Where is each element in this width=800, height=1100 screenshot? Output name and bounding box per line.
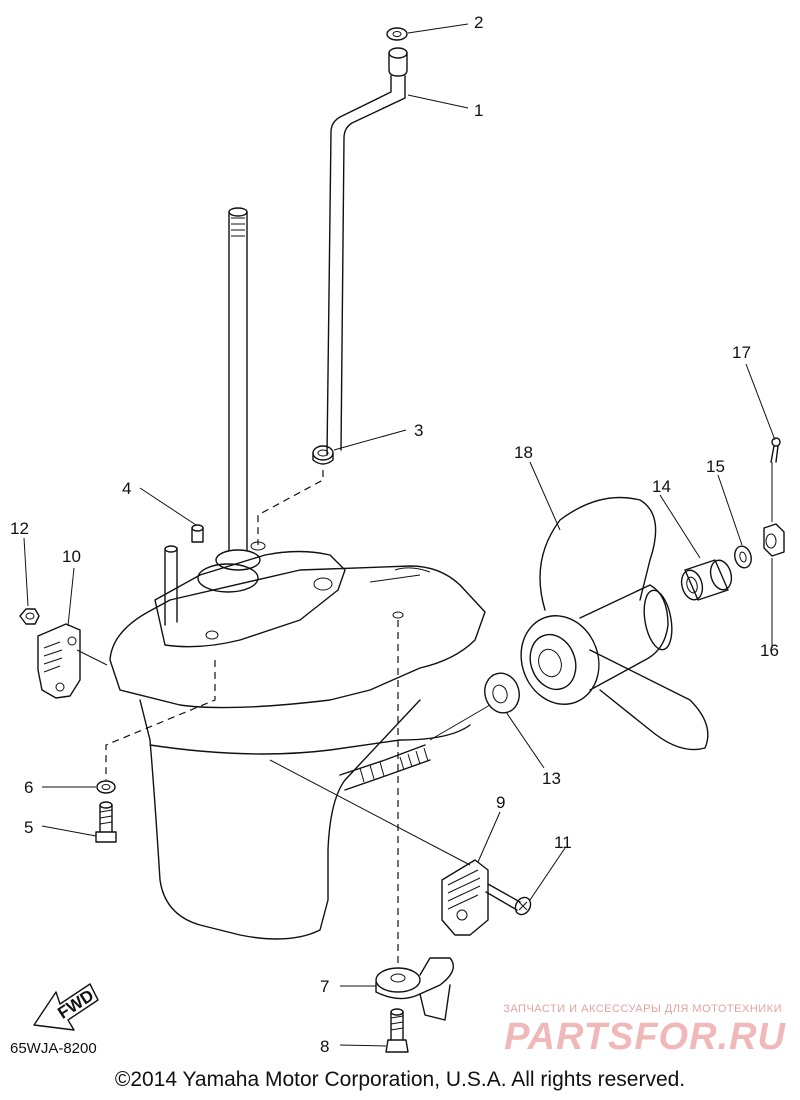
drive-shaft [228,207,248,551]
callout-14: 14 [652,477,671,496]
part-11-bolt [485,883,532,916]
part-6-washer [96,780,116,794]
callout-leaders [23,23,776,1047]
callout-13: 13 [542,769,561,788]
diagram-code: 65WJA-8200 [10,1040,97,1057]
copyright-notice: ©2014 Yamaha Motor Corporation, U.S.A. A… [114,1068,686,1091]
callout-12: 12 [10,519,29,538]
callout-15: 15 [706,457,725,476]
part-17-cotter-pin [770,437,781,463]
callout-17: 17 [732,343,751,362]
watermark-logo: PARTSFOR.RU [504,1016,786,1058]
gear-case-housing [109,541,486,940]
part-5-bolt [95,801,117,843]
callout-labels: 1 2 3 4 5 6 7 8 9 10 11 12 13 14 15 16 1… [10,13,779,1056]
part-2-washer [386,27,408,41]
watermark-tagline: ЗАПЧАСТИ И АКСЕССУАРЫ ДЛЯ МОТОТЕХНИКИ [503,1003,782,1015]
part-7-skeg-cover [375,957,454,1021]
part-13-thrust-washer [484,672,520,714]
callout-11: 11 [554,833,572,852]
callout-8: 8 [320,1037,329,1056]
callout-9: 9 [496,793,505,812]
part-12-nut [19,608,40,625]
part-18-propeller [520,496,709,751]
callout-1: 1 [474,101,483,120]
callout-4: 4 [122,479,131,498]
callout-6: 6 [24,778,33,797]
propeller-shaft [339,744,431,791]
callout-16: 16 [760,641,779,660]
callout-10: 10 [62,547,81,566]
part-8-bolt [385,1008,409,1053]
forward-arrow-icon: FWD [33,983,99,1031]
callout-5: 5 [24,818,33,837]
callout-7: 7 [320,977,329,996]
fwd-arrow-label: FWD [54,986,97,1023]
callout-3: 3 [414,421,423,440]
callout-18: 18 [514,443,533,462]
part-16-castle-nut [763,523,785,557]
part-9-anode [441,859,489,936]
part-15-washer [734,545,752,569]
part-14-spacer [680,559,733,601]
part-1-water-tube [326,47,408,456]
part-3-grommet [312,445,334,465]
assembly-guide-lines [76,462,773,965]
part-4-dowel-pin [191,524,204,543]
callout-2: 2 [474,13,483,32]
part-10-anode [37,623,81,699]
